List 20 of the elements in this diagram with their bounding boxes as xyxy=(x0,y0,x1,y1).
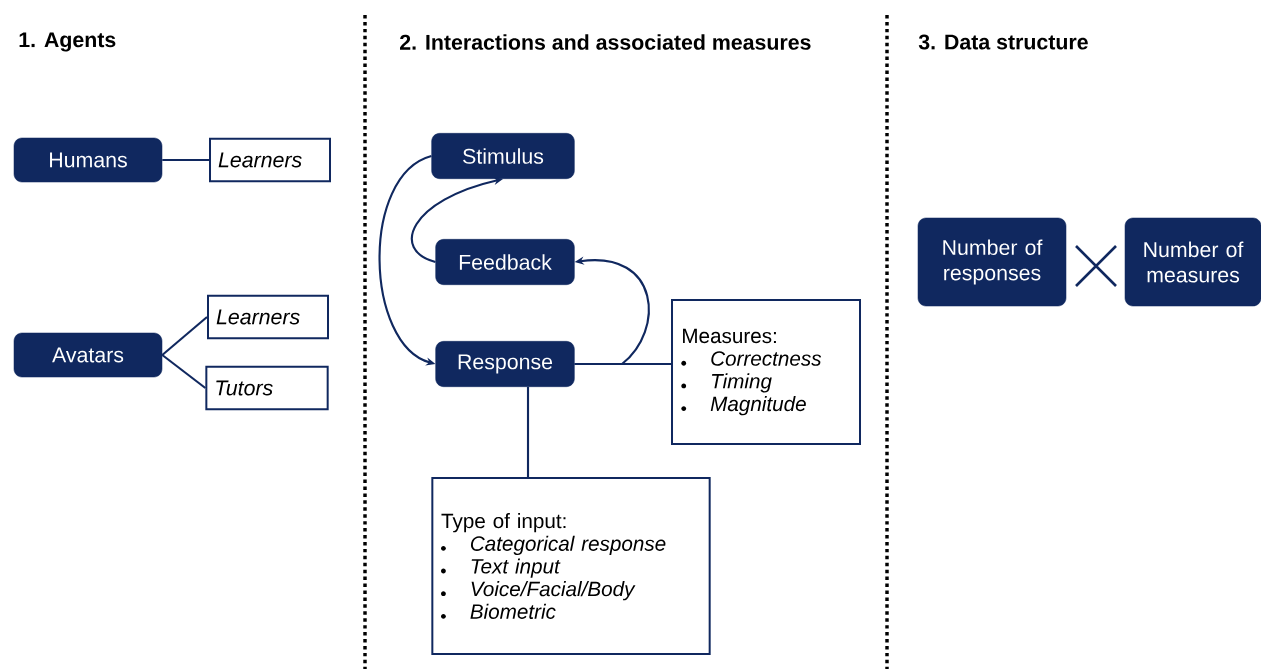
step-box: Response xyxy=(435,341,575,387)
list-box: Type of input: Categorical response Text input Voice/Facial/Body Biometric xyxy=(431,477,711,655)
connector xyxy=(574,362,671,366)
connector xyxy=(161,316,208,356)
agent-box: Avatars xyxy=(13,332,163,378)
connector xyxy=(526,386,530,477)
connector xyxy=(161,354,206,389)
role-box: Learners xyxy=(209,137,331,183)
section-heading: 1. Agents xyxy=(19,32,116,52)
step-box: Feedback xyxy=(435,239,575,285)
section-heading: 3. Data structure xyxy=(918,34,1088,50)
quantity-box: Number of measures xyxy=(1124,217,1261,307)
section-heading: 2. Interactions and associated measures xyxy=(400,34,811,50)
agent-box: Humans xyxy=(13,137,163,183)
role-box: Tutors xyxy=(205,365,329,411)
list-box: Measures: Correctness Timing Magnitude xyxy=(671,299,861,445)
step-box: Stimulus xyxy=(431,133,575,179)
role-box: Learners xyxy=(207,294,329,340)
connector xyxy=(162,158,209,162)
quantity-box: Number of responses xyxy=(917,217,1067,307)
